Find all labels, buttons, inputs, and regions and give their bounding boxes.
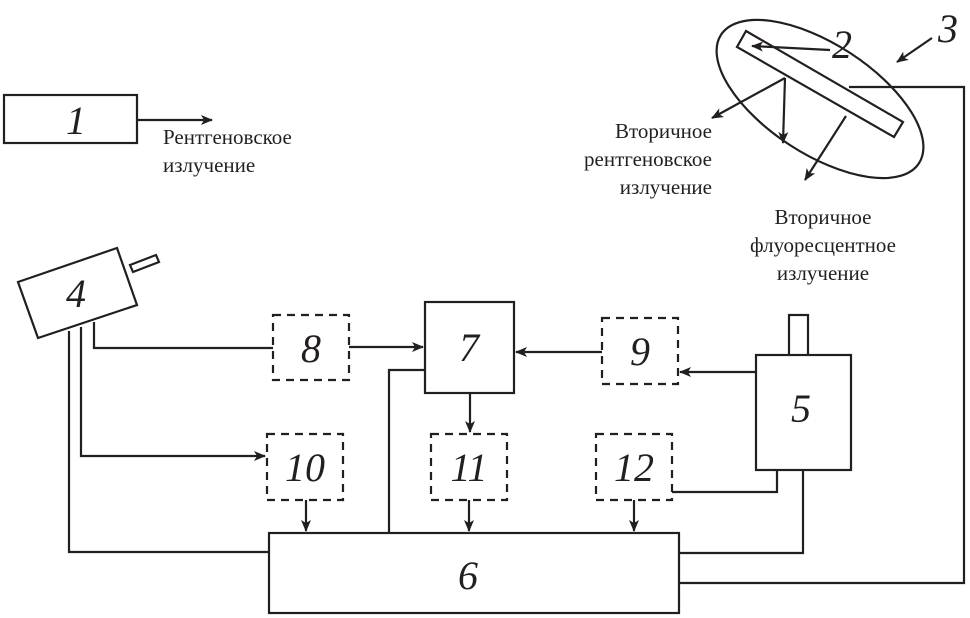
connector-4-6 [67,331,269,554]
secondary-fluor-line1: Вторичное [774,205,871,229]
connector-7-6 [387,368,425,533]
xray-label-line1: Рентгеновское [163,125,292,149]
block-3-pointer [896,37,933,63]
secondary-xray-line3: излучение [620,175,712,199]
block-5: 5 [754,313,853,472]
block-5-window [787,313,810,359]
block-11: 11 [429,432,509,502]
block-7: 7 [423,300,516,395]
block-12-label: 12 [614,445,654,490]
connector-4-10 [79,327,266,461]
block-2-label: 2 [832,22,852,67]
block-6: 6 [267,531,681,615]
block-4-window [128,253,161,274]
block-5-label: 5 [791,386,811,431]
block-4-label: 4 [66,271,86,316]
xray-label-line2: излучение [163,153,255,177]
block-3-ellipse [715,18,925,180]
secondary-xray-line2: рентгеновское [584,147,712,171]
block-9-label: 9 [630,329,650,374]
block-9: 9 [600,316,680,386]
block-10-label: 10 [285,445,325,490]
secondary-fluor-line2: флуоресцентное [750,233,896,257]
block-8-label: 8 [301,326,321,371]
block-10: 10 [265,432,345,502]
connector-4-8 [92,322,273,350]
secondary-fluor-arrow [804,115,847,181]
connector-5-12 [672,470,779,494]
secondary-xray-line1: Вторичное [615,119,712,143]
block-2-pointer [751,41,831,52]
connector-5-6 [679,470,805,555]
connector-2-6 [679,85,966,585]
block-7-label: 7 [459,325,481,370]
block-3-label: 3 [937,6,958,51]
block-1-xray-source: 1 [2,93,139,145]
block-1-label: 1 [66,98,86,143]
secondary-xray-arrow-2 [778,77,789,144]
block-4-detector: 4 [16,246,161,340]
block-8: 8 [271,313,351,382]
block-11-label: 11 [450,445,487,490]
block-12: 12 [594,432,674,502]
block-2-sample [735,29,905,139]
block-6-label: 6 [458,553,478,598]
secondary-fluor-line3: излучение [777,261,869,285]
secondary-xray-arrow-1 [711,77,786,119]
